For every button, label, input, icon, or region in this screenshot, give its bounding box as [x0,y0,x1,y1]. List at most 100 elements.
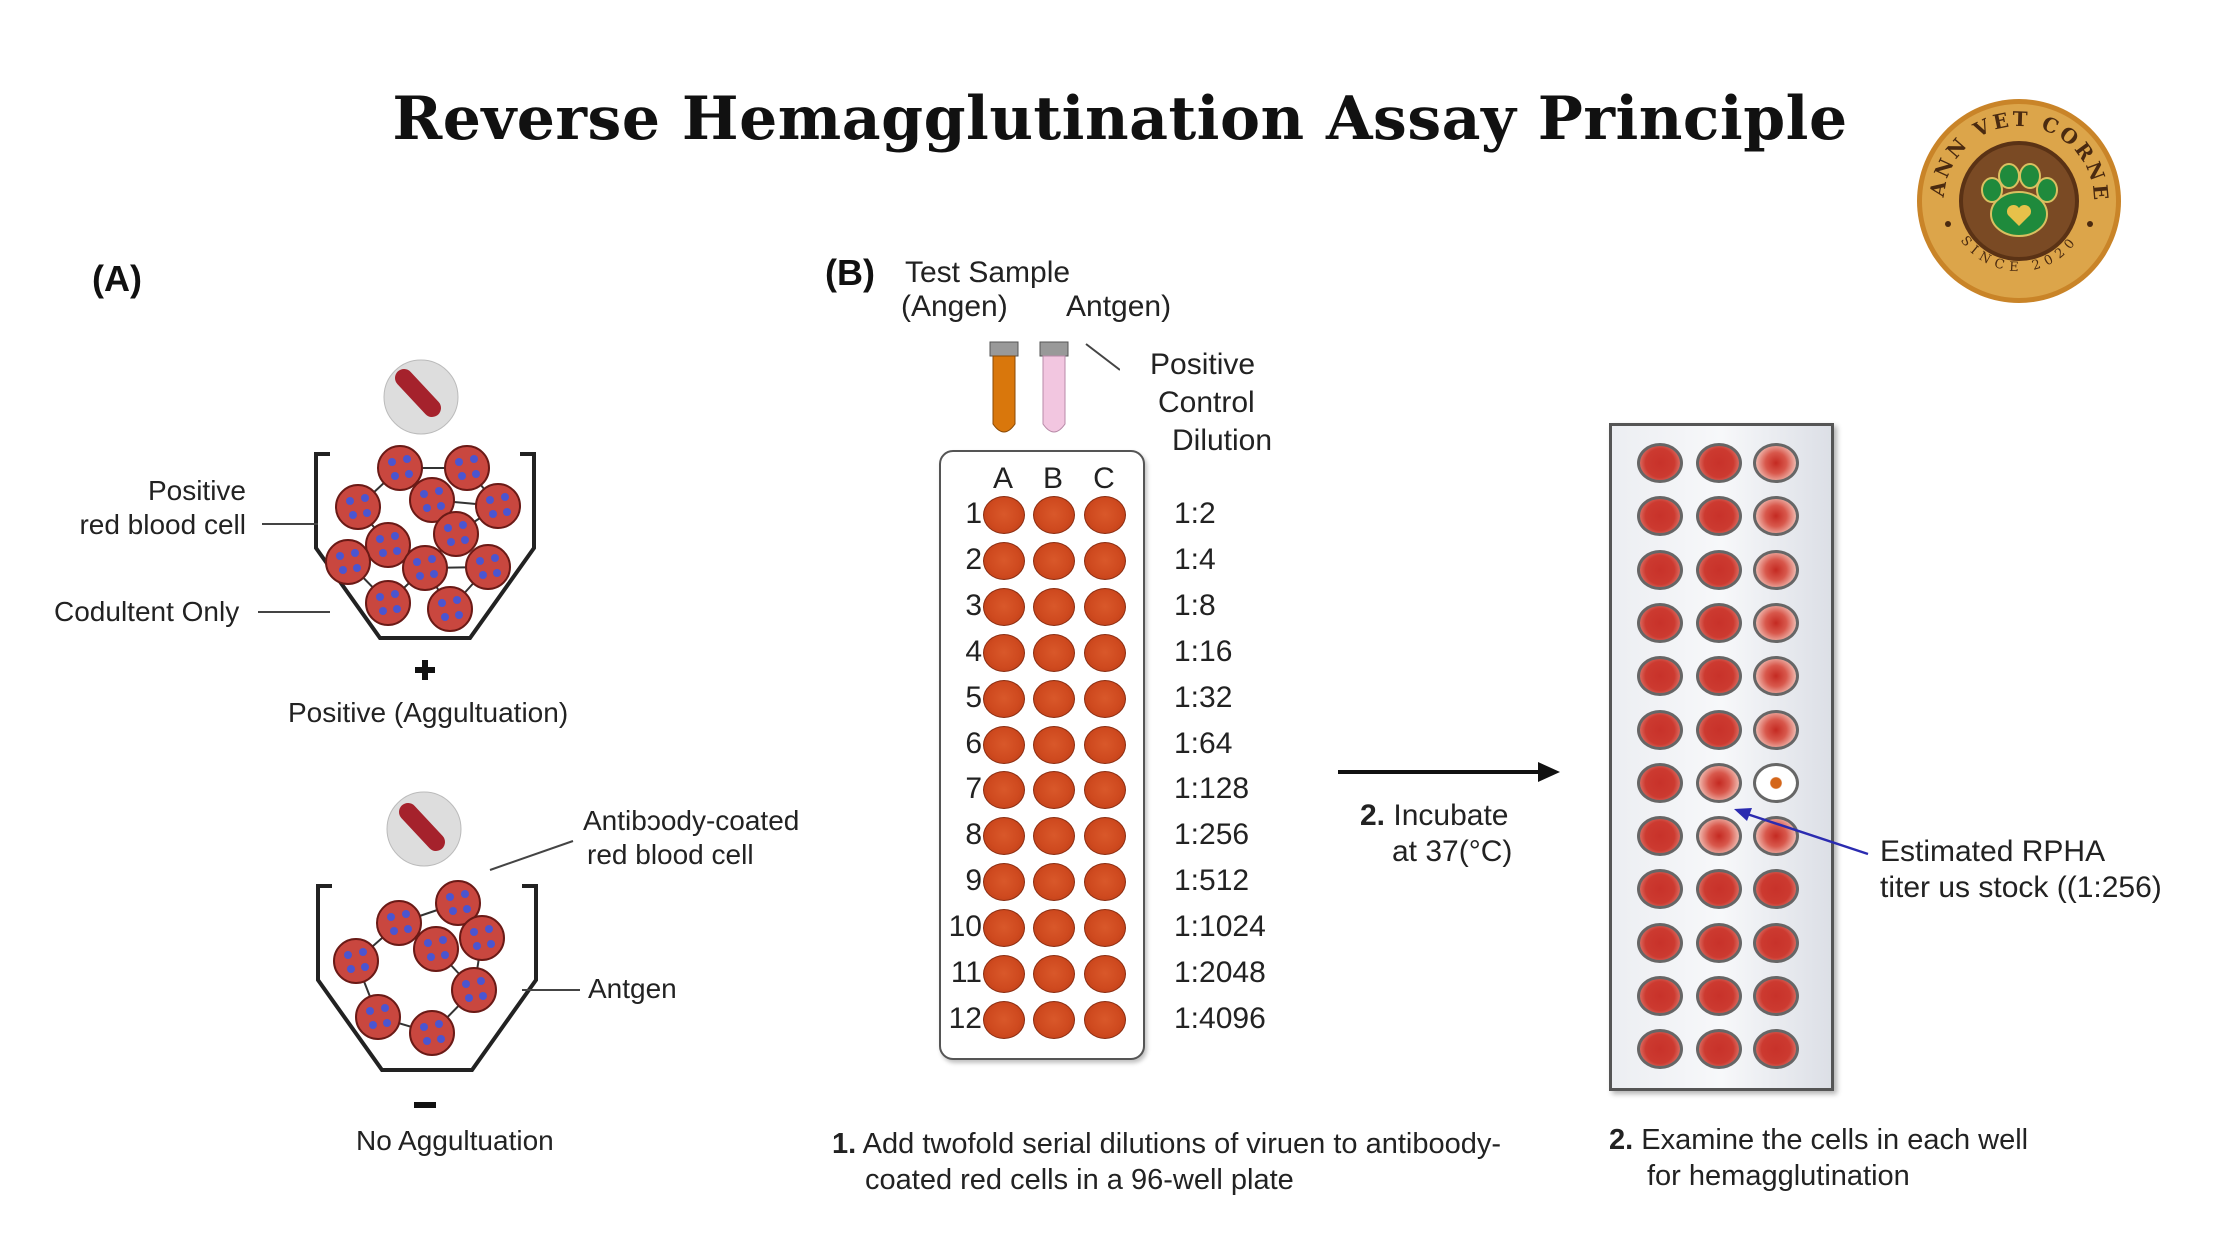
result-well-partial [1696,762,1742,803]
result-well-full [1637,922,1683,963]
row-number: 3 [965,588,982,622]
result-well-full [1696,602,1742,643]
plate-well [1033,496,1075,534]
dilution-label: 1:128 [1174,772,1250,806]
dilution-label: 1:8 [1174,588,1216,622]
dilution-label: 1:2048 [1174,956,1266,989]
plate-well [983,1000,1025,1039]
plate-well [983,909,1025,948]
plate-well [1033,679,1075,718]
plate-well [983,771,1025,810]
red-blood-cell [475,483,521,529]
result-well-partial [1753,709,1799,750]
page-title: Reverse Hemagglutination Assay Principle [392,84,1848,154]
test-sample-label: Test Sample(Angen) [901,256,1071,323]
result-well-partial [1696,816,1742,857]
red-blood-cell [377,445,423,491]
plate-well [1084,863,1126,902]
rbc-cluster-icon [399,803,445,851]
panel-b-label: (B) [825,252,875,293]
red-blood-cell [409,477,455,523]
result-well-full [1637,1029,1683,1070]
antigen-tube-label: Antgen) [1066,290,1172,323]
plate-well [1033,587,1075,626]
result-well-full [1696,709,1742,750]
estimate-pointer-arrow-icon [1734,808,1869,856]
plate-well [1033,541,1075,580]
result-well-partial [1753,549,1799,590]
result-well-full [1637,816,1683,857]
result-well-full [1637,976,1683,1016]
row-number: 10 [948,910,982,944]
plate-well [1033,955,1075,993]
red-blood-cell [333,938,379,984]
result-well-full [1696,496,1742,537]
row-number: 1 [965,497,982,530]
positive-result-label: Positive (Aggultuation) [288,697,569,728]
dilution-label: 1:64 [1174,726,1233,760]
sample-tubes [989,341,1120,433]
result-well-full [1696,976,1742,1016]
result-well-full [1753,922,1799,963]
plate-well [983,587,1025,626]
result-well-partial [1753,656,1799,697]
red-blood-cell [376,900,422,946]
rbc-cluster-icon [395,369,441,417]
result-well-full [1753,976,1799,1016]
paw-icon [1981,163,2058,237]
red-blood-cell [365,580,411,626]
result-well-partial [1753,443,1799,483]
row-number: 6 [965,726,982,760]
dilution-label: 1:16 [1174,634,1233,668]
row-number: 2 [965,542,982,576]
result-well-full [1696,443,1742,483]
plate-well [1084,679,1126,718]
result-well-full [1696,656,1742,697]
row-number: 4 [965,634,982,668]
result-well-full [1637,709,1683,750]
mann-vet-corner-logo: MANN VET CORNER SINCE 2020 [1914,96,2121,303]
row-number: 7 [965,772,982,806]
result-well-full [1637,443,1683,483]
plate-well [1084,725,1126,764]
result-well-full [1753,1029,1799,1070]
plate-well [1033,909,1075,948]
plate-well [983,725,1025,764]
red-blood-cell [409,1010,455,1056]
row-number: 12 [948,1001,982,1035]
column-label: C [1093,462,1115,495]
red-blood-cell [444,445,490,491]
result-well-partial [1753,816,1799,857]
panel-a-diagram [258,359,580,1108]
plate-well [1084,541,1126,580]
row-number: 8 [965,818,982,852]
plate-well [1033,771,1075,810]
plate-well [1084,1000,1126,1039]
negative-well [316,791,580,1108]
plate-well [1084,817,1126,856]
result-well-partial [1753,496,1799,537]
red-blood-cell [435,880,481,926]
column-label: A [992,462,1013,495]
negative-result-label: No Aggultuation [356,1125,554,1156]
result-well-full [1637,869,1683,910]
row-number: 5 [965,680,982,714]
result-well-full [1637,762,1683,803]
red-blood-cell [335,484,381,530]
diluent-label: Codultent Only [54,596,240,627]
step-1-caption: 1. Add twofold serial dilutions of virue… [832,1128,1502,1196]
result-well-full [1637,656,1683,697]
plate-well [1084,909,1126,948]
plate-well [983,679,1025,718]
result-well-full [1637,602,1683,643]
dilution-label: 1:2 [1174,497,1216,530]
plate-well [1033,633,1075,672]
plate-well [983,633,1025,672]
red-blood-cell [325,539,371,585]
red-blood-cell [433,511,479,557]
plate-well [983,817,1025,856]
